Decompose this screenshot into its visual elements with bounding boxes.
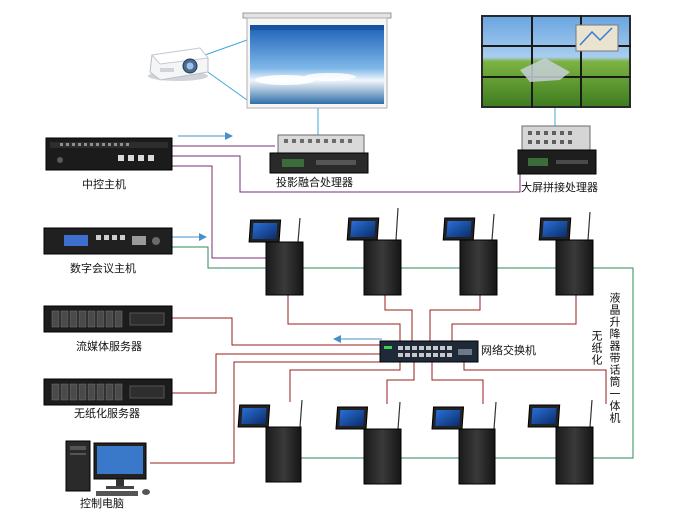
video-wall-processor-device — [517, 125, 597, 175]
streaming-server-device — [43, 305, 173, 333]
projection-fusion-processor-device — [269, 134, 369, 174]
lcd-lift-terminal-label: 液晶升降器带话筒一体机 — [608, 292, 621, 424]
lcd-lift-terminal-icon — [538, 211, 594, 296]
lcd-lift-terminal-icon — [527, 399, 594, 485]
lcd-lift-terminal-icon — [335, 401, 402, 485]
digital-conference-host-device — [43, 227, 173, 255]
connection-lines — [150, 39, 634, 464]
projector-icon — [148, 47, 209, 81]
projection-fusion-label: 投影融合处理器 — [276, 176, 353, 189]
lcd-lift-terminal-icon — [431, 401, 497, 485]
lcd-lift-terminal-icon — [237, 399, 303, 483]
lcd-lift-terminal-icon — [442, 213, 498, 296]
network-switch-icon — [379, 340, 479, 363]
streaming-server-label: 流媒体服务器 — [76, 340, 142, 353]
control-pc-label: 控制电脑 — [80, 497, 124, 510]
paperless-server-device — [43, 378, 173, 406]
paperless-label: 无纸化 — [590, 330, 603, 366]
desktop-pc-icon — [65, 440, 150, 496]
paperless-server-label: 无纸化服务器 — [74, 407, 140, 420]
lcd-lift-terminal-icon — [248, 217, 304, 296]
video-wall-icon — [481, 15, 631, 108]
network-switch-label: 网络交换机 — [481, 344, 536, 357]
lcd-lift-terminal-icon — [346, 207, 402, 296]
central-controller-label: 中控主机 — [82, 178, 126, 191]
projection-screen-icon — [242, 12, 392, 109]
digital-conference-host-label: 数字会议主机 — [70, 262, 136, 275]
video-wall-processor-label: 大屏拼接处理器 — [521, 181, 598, 194]
central-controller-device — [45, 137, 173, 171]
